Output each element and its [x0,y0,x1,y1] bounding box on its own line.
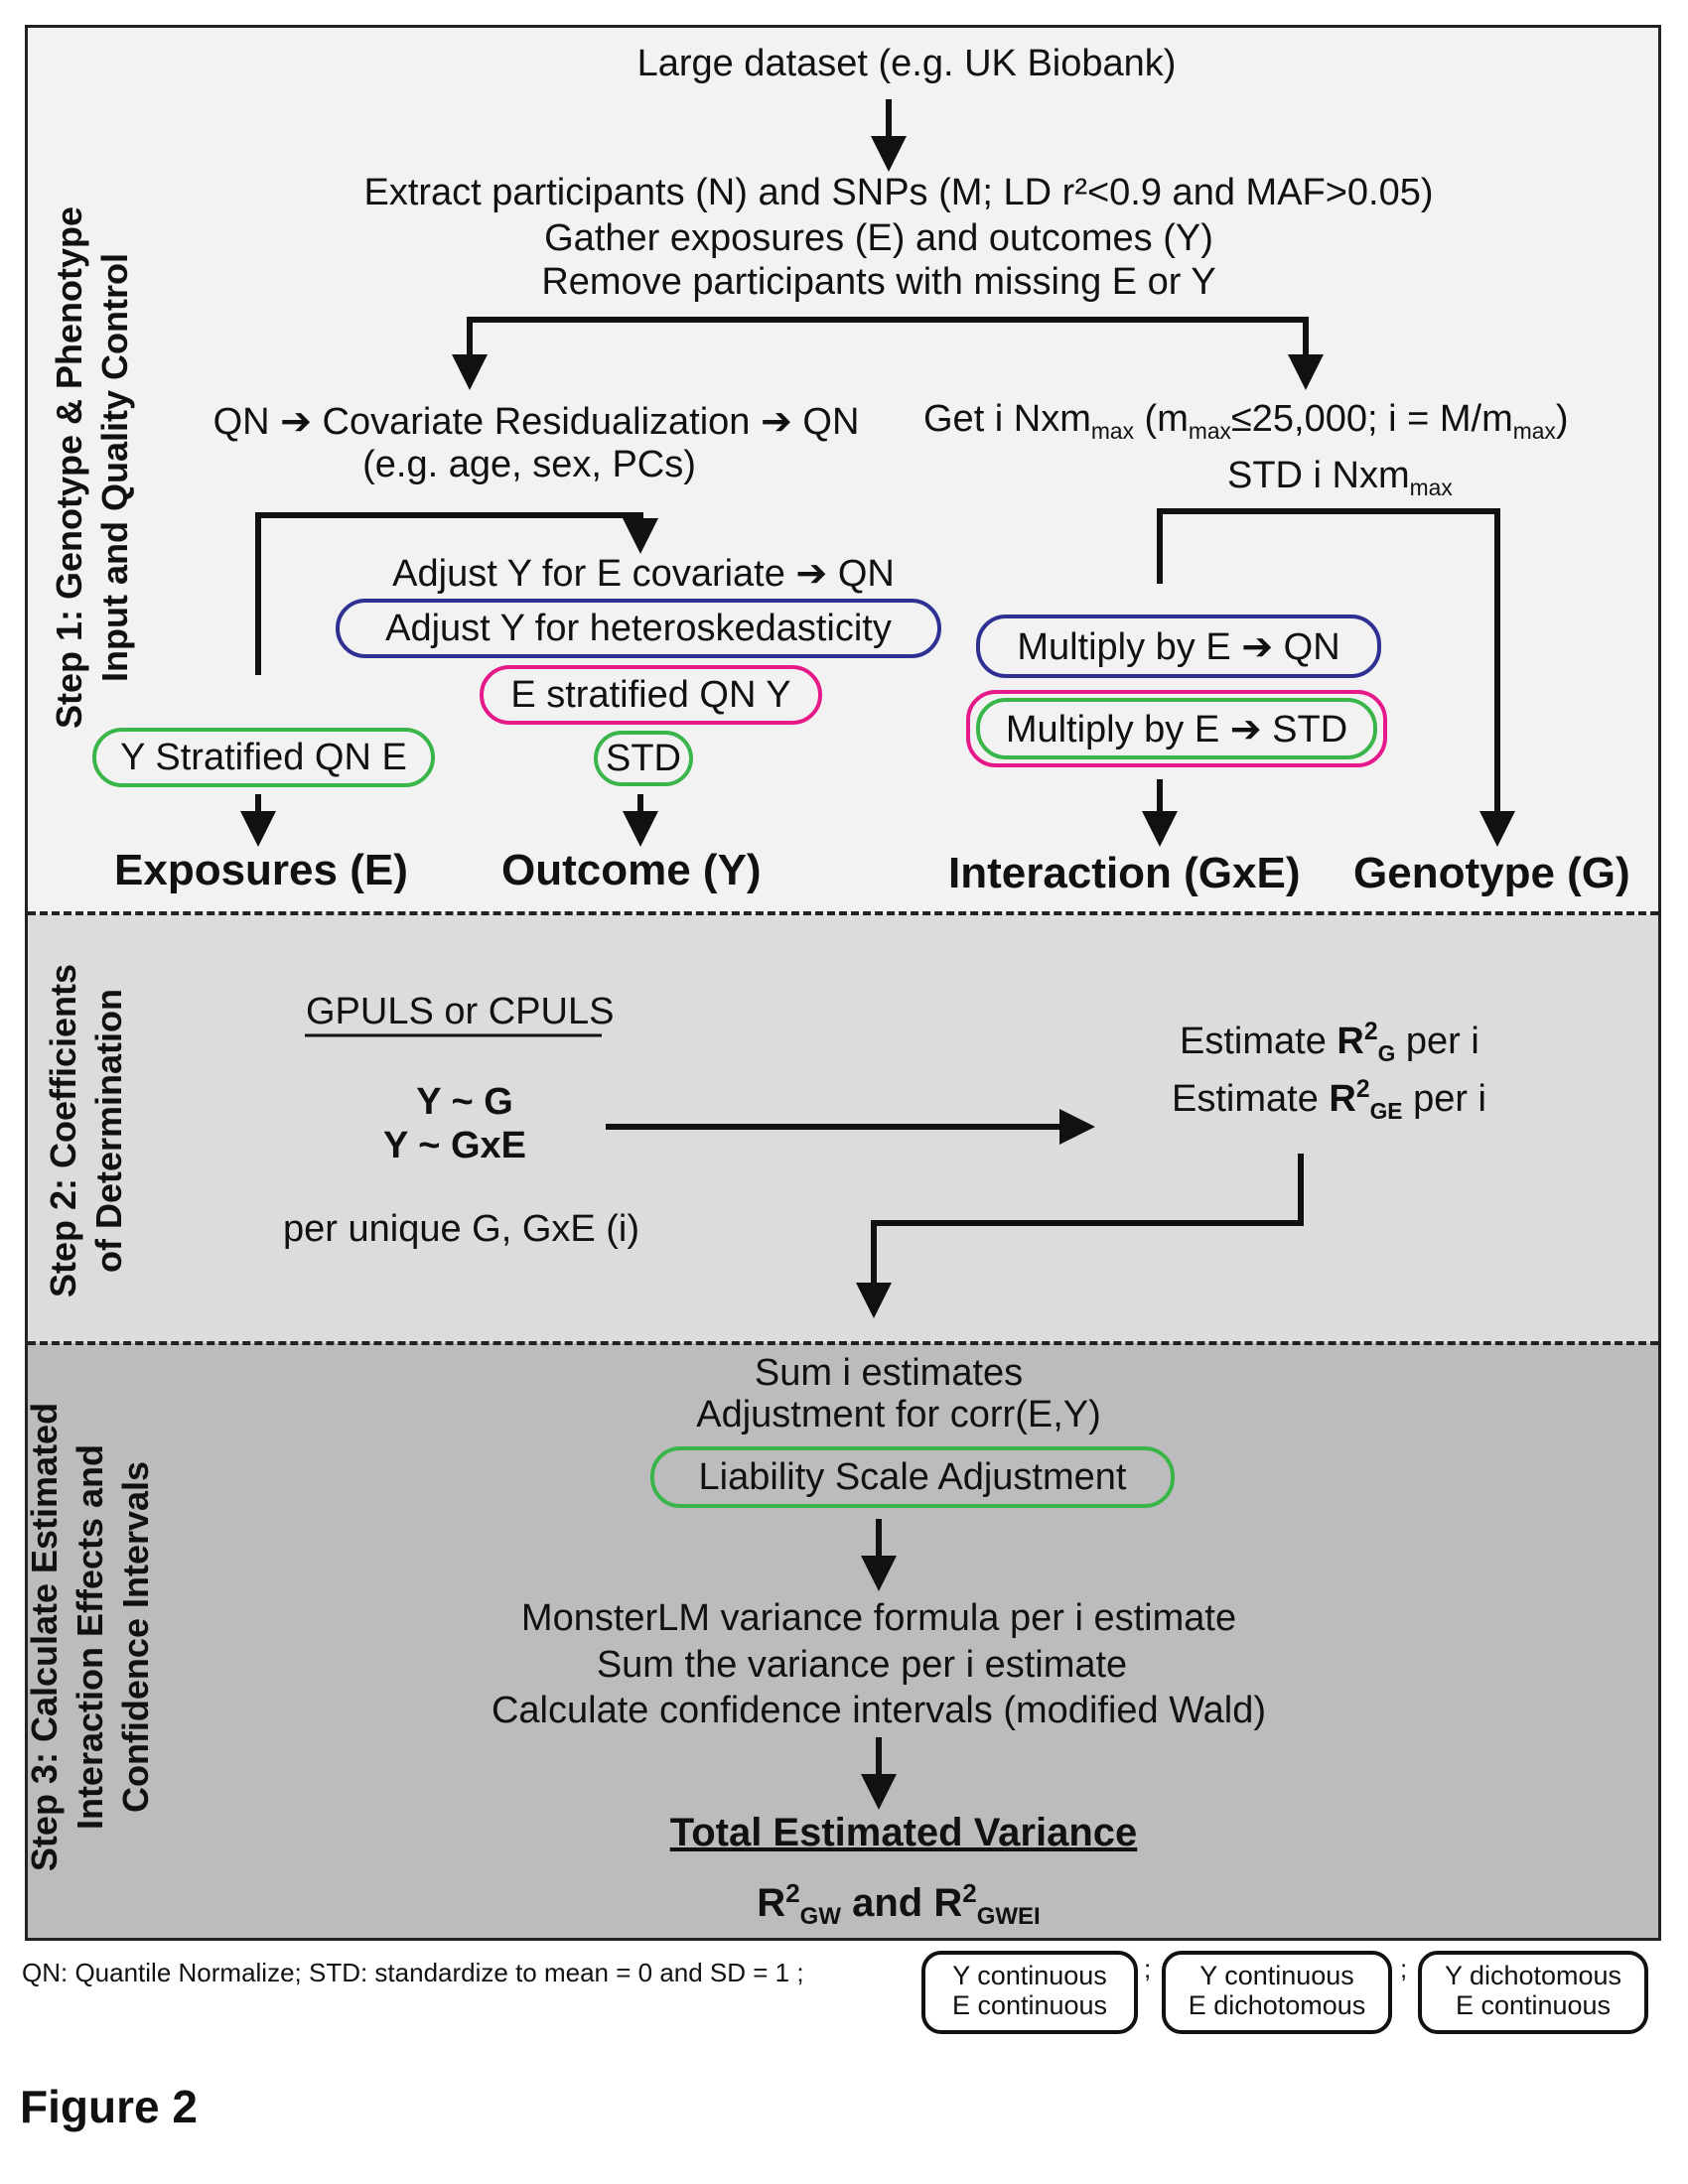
calc-ci: Calculate confidence intervals (modified… [491,1690,1267,1731]
liability-box: Liability Scale Adjustment [650,1446,1175,1508]
legend-separator: ; [1400,1954,1408,1983]
diagram-frame [25,25,1661,1941]
step3-panel [28,1343,1658,1938]
right-process-line-2: STD i Nxmmax [1227,455,1453,500]
output-outcome: Outcome (Y) [501,846,762,894]
step-divider [28,911,1658,915]
adjustment-corr: Adjustment for corr(E,Y) [696,1394,1101,1435]
model-y-gxe: Y ~ GxE [382,1125,527,1166]
y-stratified-box: Y Stratified QN E [92,728,435,787]
model-y-g: Y ~ G [416,1081,513,1123]
adjust-e-covariate: Adjust Y for E covariate ➔ QN [392,553,895,595]
left-process-note: (e.g. age, sex, PCs) [362,444,696,485]
extract-line-1: Extract participants (N) and SNPs (M; LD… [363,172,1434,213]
adjust-heteroskedasticity-box: Adjust Y for heteroskedasticity [336,599,941,658]
step1-side-title: Step 1: Genotype & Phenotype Input and Q… [49,205,135,730]
estimate-r2ge: Estimate R2GE per i [1172,1076,1486,1124]
step2-side-title: Step 2: Coefficients of Determination [43,963,129,1298]
total-estimated-variance: Total Estimated Variance [669,1811,1138,1854]
left-process: QN ➔ Covariate Residualization ➔ QN [212,401,860,443]
right-process-line-1: Get i Nxmmax (mmax≤25,000; i = M/mmax) [923,398,1569,444]
legend-separator: ; [1144,1954,1152,1983]
r2-gw-gwei: R2GW and R2GWEI [757,1878,1041,1930]
sum-i-estimates: Sum i estimates [754,1352,1024,1394]
legend-note: QN: Quantile Normalize; STD: standardize… [22,1958,804,1987]
monster-formula: MonsterLM variance formula per i estimat… [520,1597,1237,1639]
step1-panel [28,28,1658,914]
multiply-std-box: Multiply by E ➔ STD [976,698,1377,759]
arrow-step2-down [856,1154,1304,1318]
method-label: GPULS or CPULS [306,991,615,1032]
per-unique-label: per unique G, GxE (i) [283,1208,640,1250]
output-interaction: Interaction (GxE) [948,849,1301,897]
multiply-qn-box: Multiply by E ➔ QN [976,614,1381,678]
step-divider [28,1341,1658,1345]
extract-line-2: Gather exposures (E) and outcomes (Y) [544,217,1213,259]
sum-variance: Sum the variance per i estimate [596,1644,1128,1686]
arrow-right-branch [1157,508,1515,847]
arrow-split [467,317,1309,365]
dataset-label: Large dataset (e.g. UK Biobank) [636,43,1177,84]
arrow-left-branch [255,512,658,675]
estimate-r2g: Estimate R2G per i [1180,1019,1479,1066]
figure-label: Figure 2 [20,2081,198,2132]
multiply-std-outer-box: Multiply by E ➔ STD [966,690,1387,767]
output-exposures: Exposures (E) [114,846,408,894]
extract-line-3: Remove participants with missing E or Y [541,261,1216,303]
e-stratified-box: E stratified QN Y [480,665,822,725]
std-box: STD [594,731,693,786]
output-genotype: Genotype (G) [1353,849,1630,897]
step3-side-title: Step 3: Calculate Estimated Interaction … [24,1402,156,1872]
